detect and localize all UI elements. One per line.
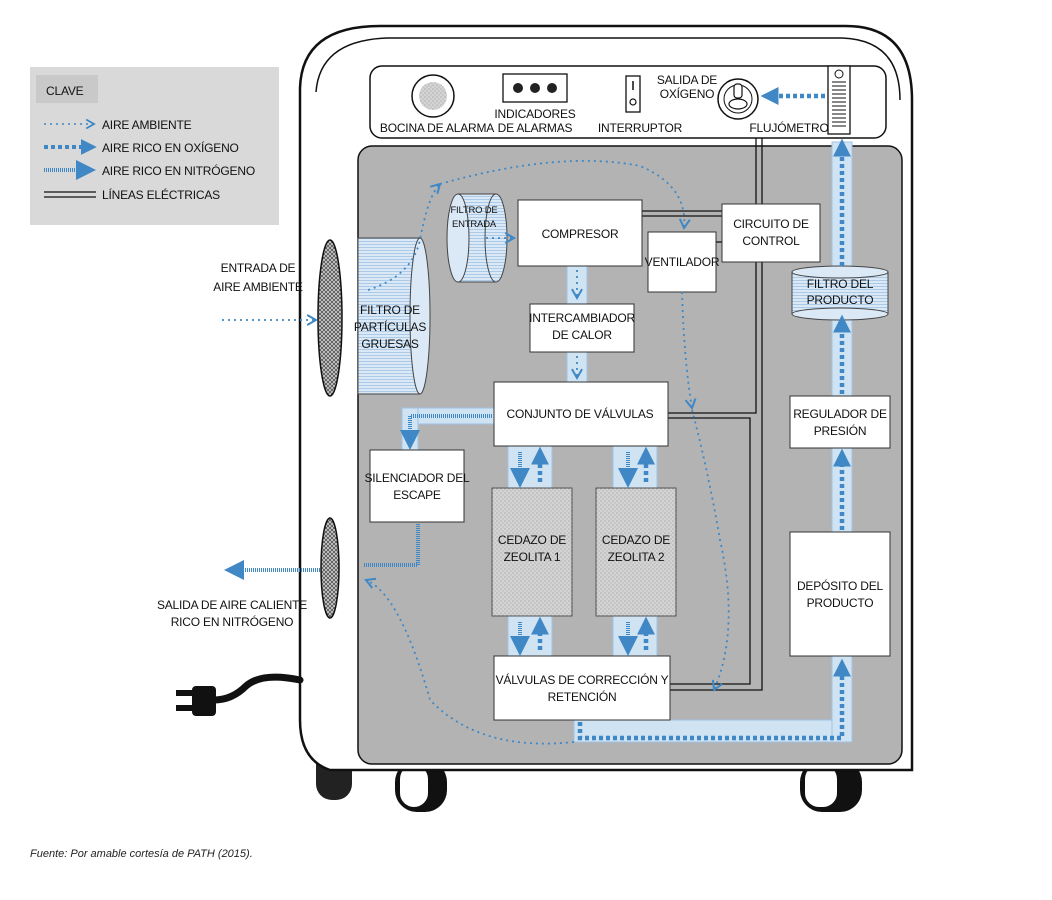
pressure-regulator: REGULADOR DE PRESIÓN [789,395,891,449]
svg-text:CONTROL: CONTROL [742,234,800,248]
legend-nitrogen-air: AIRE RICO EN NITRÓGENO [102,163,255,178]
exhaust-grill [320,517,340,619]
electric-lines [642,138,763,691]
ambient-air-flow [222,159,730,745]
svg-text:INTERCAMBIADOR: INTERCAMBIADOR [529,311,635,325]
flowmeter-icon [827,65,851,135]
svg-text:ZEOLITA 1: ZEOLITA 1 [504,550,561,564]
zeolite-sieve-1: CEDAZO DE ZEOLITA 1 [491,487,573,617]
product-tank: DEPÓSITO DEL PRODUCTO [789,531,891,657]
svg-text:COMPRESOR: COMPRESOR [542,227,619,241]
fan: VENTILADOR [645,231,720,293]
svg-text:SILENCIADOR DEL: SILENCIADOR DEL [364,471,470,485]
svg-text:DE CALOR: DE CALOR [552,328,612,342]
legend-ambient-air: AIRE AMBIENTE [102,118,192,132]
svg-text:ESCAPE: ESCAPE [393,488,441,502]
air-inlet-grill [317,239,343,397]
check-valves: VÁLVULAS DE CORRECCIÓN Y RETENCIÓN [493,655,671,721]
svg-text:RETENCIÓN: RETENCIÓN [548,689,617,704]
legend-electric-lines: LÍNEAS ELÉCTRICAS [102,187,220,202]
exhaust-outlet-label-2: RICO EN NITRÓGENO [171,614,294,629]
control-circuit: CIRCUITO DE CONTROL [721,203,821,263]
svg-text:PRODUCTO: PRODUCTO [807,596,874,610]
air-inlet-label-2: AIRE AMBIENTE [213,280,303,294]
legend-oxygen-air: AIRE RICO EN OXÍGENO [102,140,239,155]
svg-text:PRESIÓN: PRESIÓN [814,423,867,438]
heat-exchanger: INTERCAMBIADOR DE CALOR [529,303,636,353]
oxygen-outlet-label-2: OXÍGENO [660,86,715,101]
legend: CLAVE AIRE AMBIENTE AIRE RICO EN OXÍGENO… [30,67,279,225]
oxygen-air-flow [531,138,851,741]
alarm-horn-label: BOCINA DE ALARMA [380,121,494,135]
zeolite-sieve-2: CEDAZO DE ZEOLITA 2 [595,487,677,617]
nitrogen-air-flow [224,414,638,656]
compressor: COMPRESOR [517,199,643,267]
svg-text:ZEOLITA 2: ZEOLITA 2 [608,550,665,564]
svg-text:CEDAZO DE: CEDAZO DE [498,533,566,547]
svg-text:VÁLVULAS DE CORRECCIÓN Y: VÁLVULAS DE CORRECCIÓN Y [496,672,669,687]
alarm-indicators-label-2: DE ALARMAS [498,121,573,135]
inlet-filter: FILTRO DE ENTRADA [446,193,508,283]
svg-text:CEDAZO DE: CEDAZO DE [602,533,670,547]
svg-text:DEPÓSITO DEL: DEPÓSITO DEL [797,578,884,593]
power-plug-icon [176,673,304,716]
top-panel: BOCINA DE ALARMA INDICADORES DE ALARMAS … [380,65,851,135]
svg-text:FILTRO DEL: FILTRO DEL [807,277,874,291]
svg-text:GRUESAS: GRUESAS [361,337,418,351]
svg-text:ENTRADA: ENTRADA [452,219,497,230]
flowmeter-label: FLUJÓMETRO [749,120,828,135]
svg-text:PARTÍCULAS: PARTÍCULAS [354,319,426,334]
alarm-indicators-label-1: INDICADORES [494,107,575,121]
oxygen-outlet-icon [717,78,759,120]
alarm-indicators-icon [502,73,568,103]
valve-assembly: CONJUNTO DE VÁLVULAS [493,381,669,447]
svg-text:VENTILADOR: VENTILADOR [645,255,720,269]
source-note: Fuente: Por amable cortesía de PATH (201… [30,848,253,860]
svg-text:CONJUNTO DE VÁLVULAS: CONJUNTO DE VÁLVULAS [507,406,654,421]
product-filter: FILTRO DEL PRODUCTO [791,265,889,321]
air-inlet-label-1: ENTRADA DE [221,261,296,275]
svg-text:PRODUCTO: PRODUCTO [807,293,874,307]
switch-label: INTERRUPTOR [598,121,683,135]
power-switch-icon [625,75,641,113]
svg-text:CIRCUITO DE: CIRCUITO DE [733,217,809,231]
svg-text:FILTRO DE: FILTRO DE [360,303,420,317]
legend-title: CLAVE [46,84,84,98]
coarse-filter: FILTRO DE PARTÍCULAS GRUESAS [354,237,431,395]
svg-text:FILTRO DE: FILTRO DE [450,205,497,216]
svg-text:REGULADOR DE: REGULADOR DE [793,407,887,421]
exhaust-outlet-label-1: SALIDA DE AIRE CALIENTE [157,598,307,612]
alarm-horn-icon [411,74,455,118]
oxygen-outlet-label-1: SALIDA DE [657,73,717,87]
exhaust-silencer: SILENCIADOR DEL ESCAPE [364,449,470,523]
